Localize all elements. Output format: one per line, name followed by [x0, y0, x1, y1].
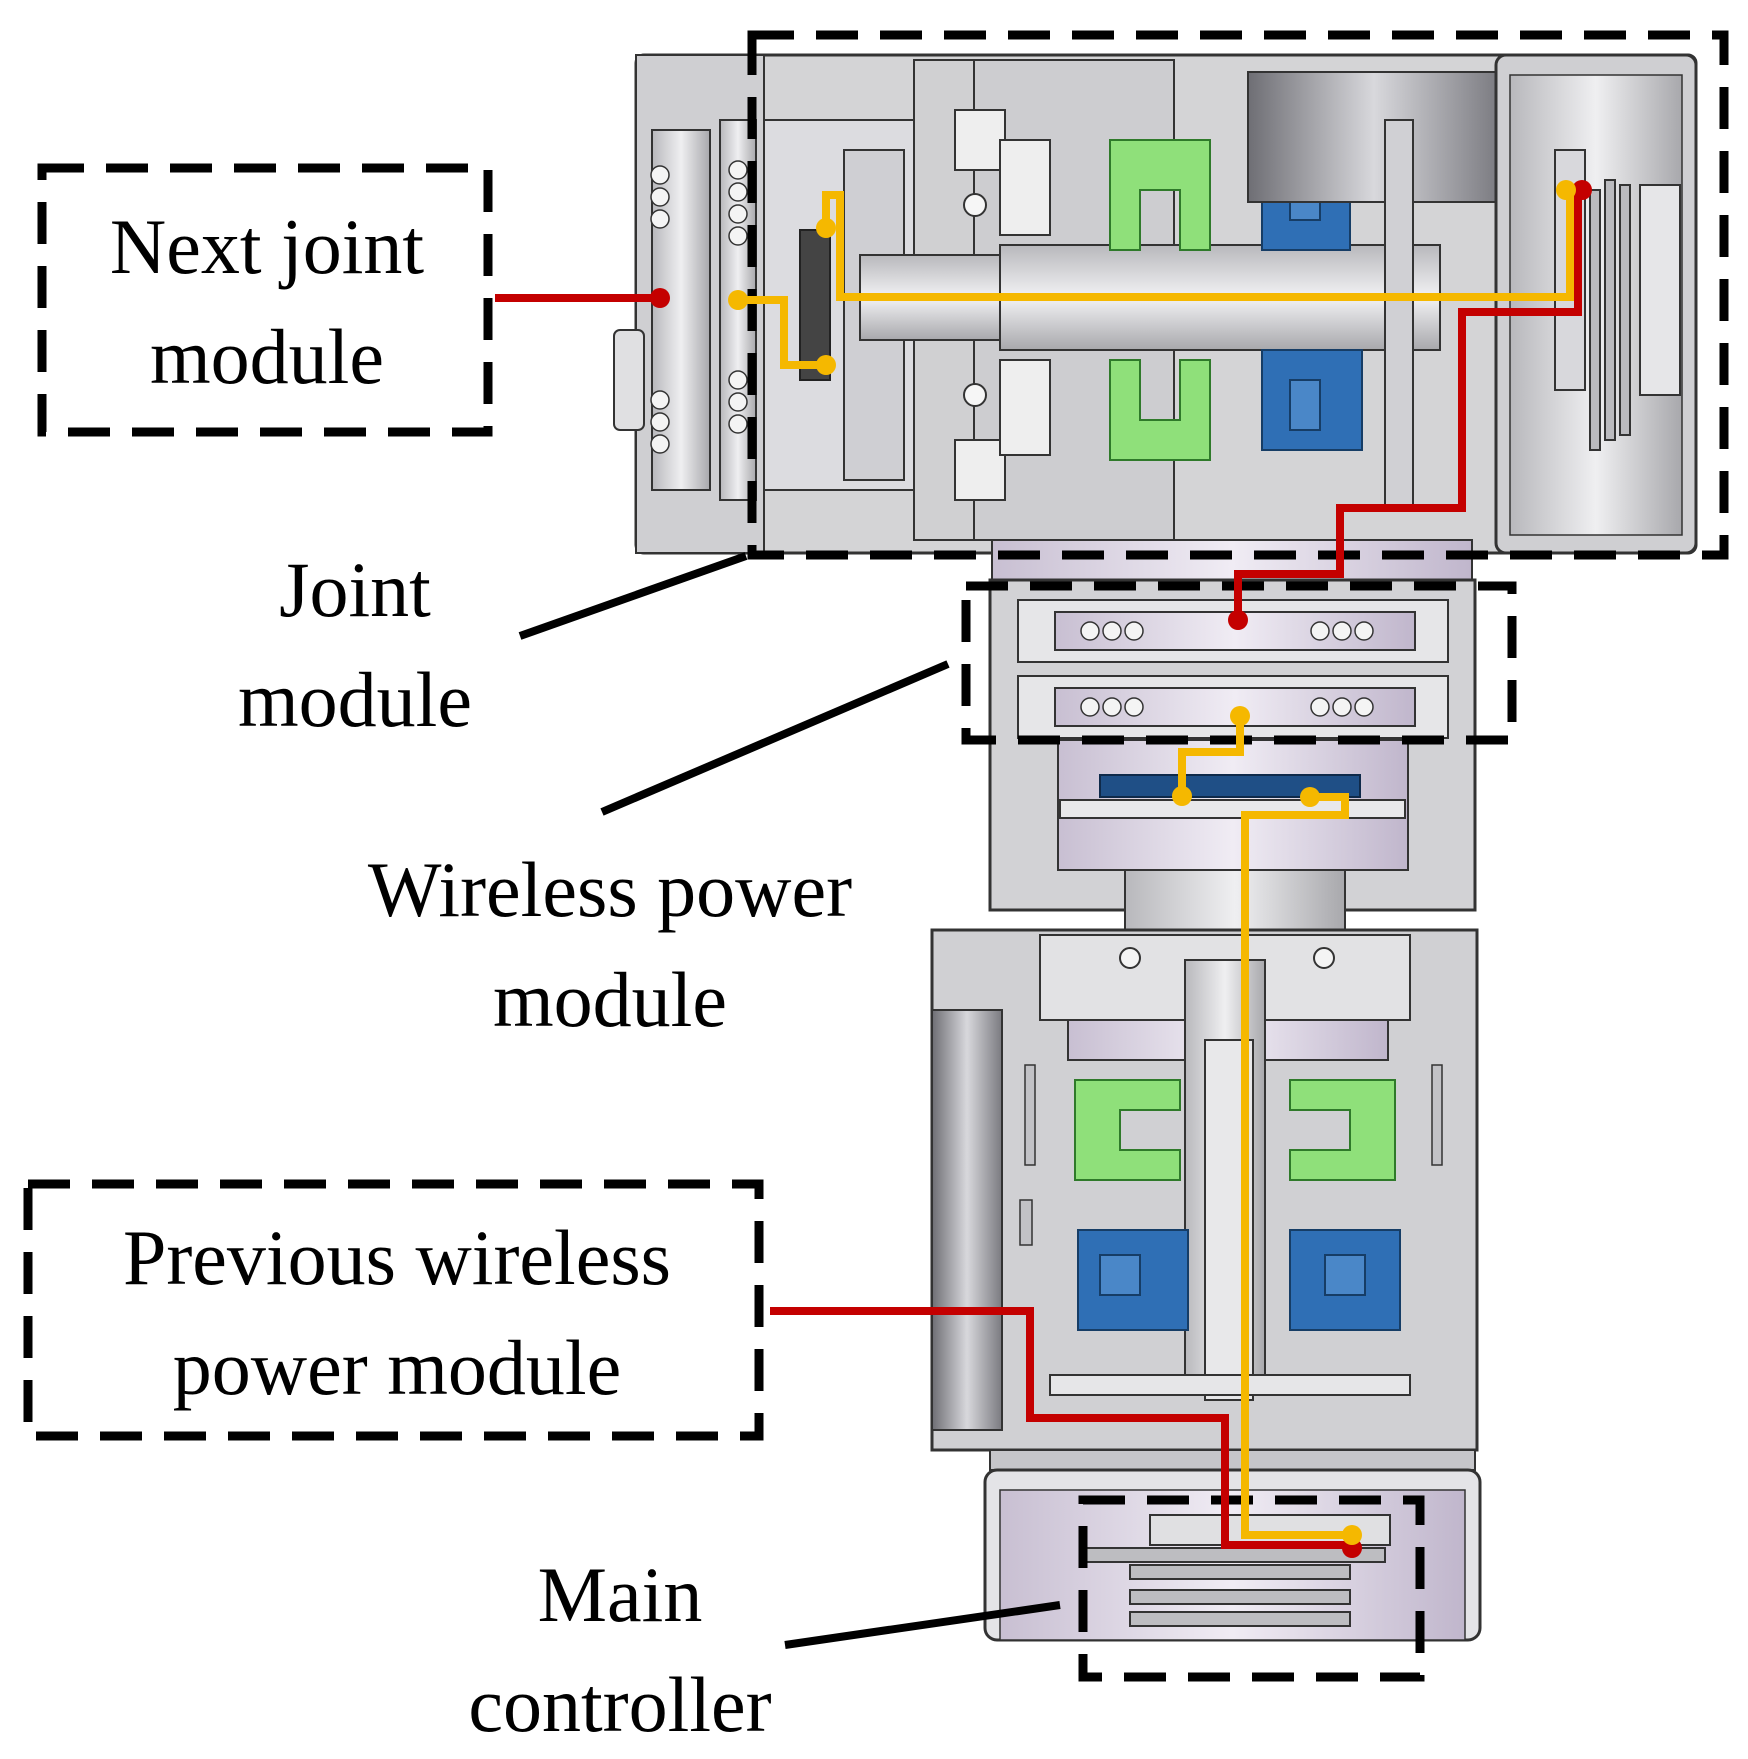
joint-label-line-2: module — [238, 656, 472, 743]
wireless-label-line-2: module — [493, 956, 727, 1043]
main-controller-box — [1078, 1495, 1425, 1682]
controller-housing — [983, 1449, 1482, 1642]
next-joint-label-line-2: module — [150, 313, 384, 400]
joint-label-line-1: Joint — [279, 546, 431, 633]
main-controller-line-1: Main — [537, 1551, 703, 1638]
next-joint-label-line-1: Next joint — [109, 203, 425, 290]
upper-joint-box — [747, 30, 1729, 560]
next-joint-module-label: Next joint module — [62, 192, 472, 412]
lower-green-gear — [1074, 1079, 1396, 1181]
upper-signal-line-a — [738, 296, 826, 369]
upper-power-line — [1234, 190, 1582, 620]
wireless-signal-line — [1178, 716, 1244, 796]
junction-dots — [650, 180, 1592, 1558]
wireless-label-line-1: Wireless power — [367, 846, 853, 933]
upper-green-gear — [1109, 139, 1211, 461]
lower-blue-motor — [1077, 1229, 1401, 1331]
joint-module-leader — [518, 552, 748, 640]
next-joint-box — [37, 163, 493, 437]
leader-lines — [518, 552, 1061, 1649]
previous-wireless-box — [23, 1179, 764, 1441]
main-controller-line-2: controller — [468, 1661, 772, 1748]
upper-signal-line-b — [822, 190, 1574, 301]
upper-joint-housing — [613, 53, 1698, 581]
joint-module-label: Joint module — [200, 535, 510, 755]
lower-signal-line — [1241, 793, 1355, 1539]
lower-joint-housing — [930, 928, 1479, 1452]
previous-wireless-power-module-label: Previous wireless power module — [52, 1203, 742, 1423]
lower-power-line — [770, 1307, 1352, 1549]
left-bearing-balls — [650, 160, 748, 454]
signal-lines — [738, 190, 1574, 1539]
wireless-module-leader — [600, 660, 950, 816]
previous-label-line-1: Previous wireless — [122, 1214, 672, 1301]
previous-label-line-2: power module — [172, 1324, 622, 1411]
upper-pcb-stack — [1554, 149, 1681, 451]
main-controller-leader — [784, 1601, 1061, 1649]
main-controller-label: Main controller — [430, 1540, 810, 1759]
power-lines — [495, 190, 1582, 1549]
wireless-power-module-label: Wireless power module — [300, 835, 920, 1055]
